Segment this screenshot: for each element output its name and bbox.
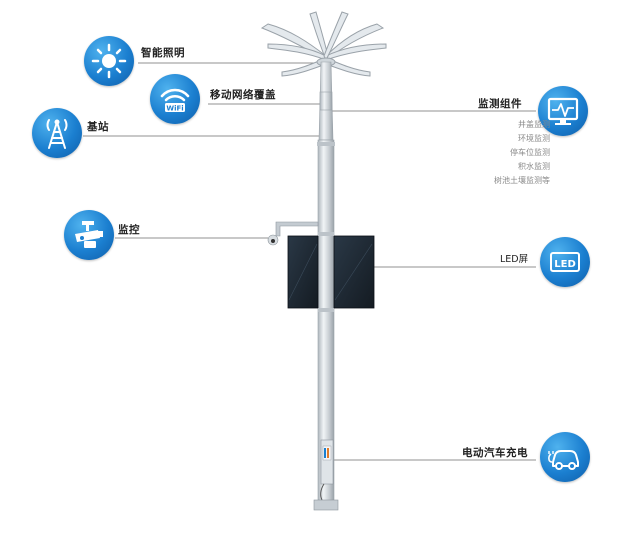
ev-charging-badge xyxy=(540,432,590,482)
ev-charging-label: 电动汽车充电 xyxy=(462,447,528,459)
monitoring-badge xyxy=(538,86,588,136)
led-screen-label: LED屏 xyxy=(500,254,529,265)
base-station-label: 基站 xyxy=(87,121,109,133)
antenna-tower-icon xyxy=(46,119,68,149)
monitoring-item: 环境监测 xyxy=(518,134,550,143)
svg-text:WiFi: WiFi xyxy=(166,105,183,113)
base-station-badge xyxy=(32,108,82,158)
cctv-camera-icon xyxy=(75,221,103,248)
led-screen-panels xyxy=(287,232,375,312)
smart-lighting-badge xyxy=(84,36,134,86)
camera-arm xyxy=(275,221,319,237)
surveillance-badge xyxy=(64,210,114,260)
mobile-network-label: 移动网络覆盖 xyxy=(210,89,276,101)
monitoring-item: 停车位监测 xyxy=(510,148,550,157)
pole-base xyxy=(313,499,339,511)
monitoring-item: 积水监测 xyxy=(518,162,550,171)
monitor-icon xyxy=(547,97,579,125)
led-icon-text: LED xyxy=(554,259,576,270)
smart-lighting-label: 智能照明 xyxy=(141,47,185,59)
sun-icon xyxy=(91,43,127,79)
mobile-network-badge: WiFi xyxy=(150,74,200,124)
surveillance-label: 监控 xyxy=(118,224,140,236)
electric-car-icon xyxy=(548,450,579,470)
led-icon: LED xyxy=(550,252,580,272)
wifi-icon: WiFi xyxy=(160,88,190,113)
monitoring-item: 井盖监测 xyxy=(518,120,550,129)
led-screen-badge: LED xyxy=(540,237,590,287)
monitoring-item: 树池土壤监测等 xyxy=(494,176,550,185)
monitoring-label: 监测组件 xyxy=(478,98,522,110)
